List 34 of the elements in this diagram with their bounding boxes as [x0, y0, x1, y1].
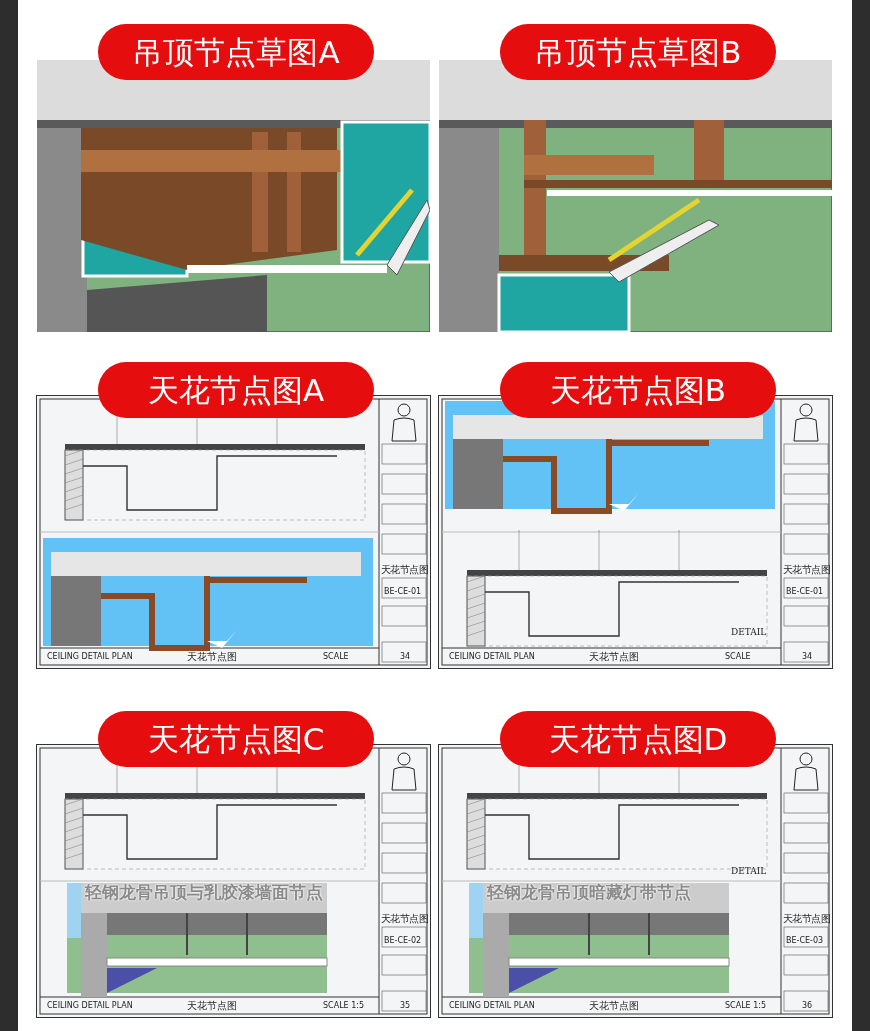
footer-label: CEILING DETAIL PLAN [47, 653, 133, 661]
drawing-title: 天花节点图 [381, 565, 428, 575]
drawing-number: BE-CE-01 [786, 588, 824, 596]
render-title: 轻钢龙骨吊顶暗藏灯带节点 [487, 884, 691, 901]
footer-label: CEILING DETAIL PLAN [449, 1002, 535, 1010]
title-banner: 吊顶节点草图B [500, 24, 776, 80]
footer-label: CEILING DETAIL PLAN [47, 1002, 133, 1010]
drawing-number: BE-CE-03 [786, 937, 824, 945]
footer-label: 天花节点图 [589, 652, 639, 662]
title-banner: 天花节点图A [98, 362, 374, 418]
drawing-title: 天花节点图 [783, 565, 830, 575]
drawing-title: 天花节点图 [381, 914, 428, 924]
detail-label: DETAIL [731, 867, 767, 876]
sheet-number: 36 [802, 1002, 813, 1010]
footer-label: 天花节点图 [187, 652, 237, 662]
title-banner: 天花节点图D [500, 711, 776, 767]
scale-label: SCALE 1:5 [323, 1002, 365, 1010]
footer-label: 天花节点图 [589, 1001, 639, 1011]
title-banner: 天花节点图B [500, 362, 776, 418]
sheet-number: 34 [400, 653, 411, 661]
scale-label: SCALE [323, 653, 349, 661]
title-banner: 吊顶节点草图A [98, 24, 374, 80]
footer-label: 天花节点图 [187, 1001, 237, 1011]
detail-label: DETAIL [731, 628, 767, 637]
sheet-number: 34 [802, 653, 813, 661]
scale-label: SCALE 1:5 [725, 1002, 767, 1010]
render-title: 轻钢龙骨吊顶与乳胶漆墙面节点 [85, 884, 323, 901]
drawing-title: 天花节点图 [783, 914, 830, 924]
sheet-number: 35 [400, 1002, 411, 1010]
footer-label: CEILING DETAIL PLAN [449, 653, 535, 661]
drawing-number: BE-CE-01 [384, 588, 422, 596]
scale-label: SCALE [725, 653, 751, 661]
title-banner: 天花节点图C [98, 711, 374, 767]
drawing-number: BE-CE-02 [384, 937, 422, 945]
